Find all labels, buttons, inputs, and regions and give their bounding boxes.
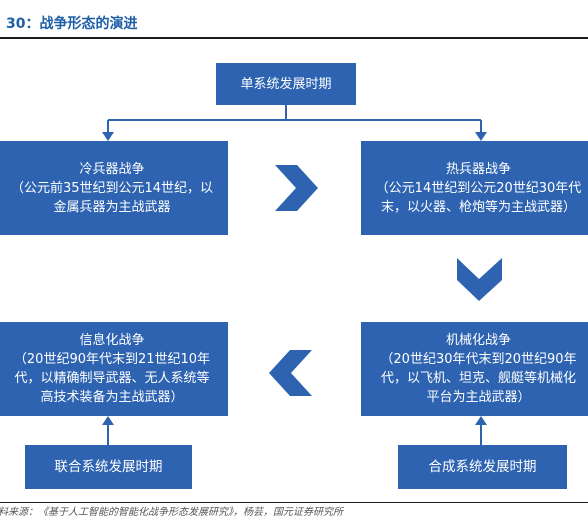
node-cold-line2: 金属兵器为主战武器 (53, 199, 171, 215)
node-mech-line2: 代，以飞机、坦克、舰艇等机械化 (380, 371, 576, 386)
chevron-down-icon (457, 258, 502, 301)
arrowhead-to-hot (475, 132, 487, 141)
node-combined-system-period: 合成系统发展时期 (398, 445, 567, 489)
node-single-system-period: 单系统发展时期 (216, 63, 356, 105)
source-note: 料来源：《基于人工智能的智能化战争形态发展研究》，杨芸，国元证券研究所 (0, 507, 343, 518)
node-joint-label: 联合系统发展时期 (54, 458, 163, 475)
node-info-line1: （20世纪90年代末到21世纪10年 (13, 352, 211, 367)
chevron-right-icon (275, 165, 318, 211)
node-cold-label: 冷兵器战争 (79, 161, 145, 177)
node-hot-label: 热兵器战争 (445, 161, 511, 177)
top-rule (0, 37, 588, 39)
node-info-label: 信息化战争 (79, 333, 145, 348)
node-info-line2: 代，以精确制导武器、无人系统等 (14, 371, 210, 386)
node-hot-line1: （公元14世纪到公元20世纪30年代 (375, 180, 582, 196)
node-mech-label: 机械化战争 (445, 333, 511, 348)
arrowhead-combined-up (475, 416, 487, 425)
bottom-rule (0, 502, 588, 503)
arrowhead-to-cold (102, 132, 114, 141)
node-combined-label: 合成系统发展时期 (428, 458, 537, 475)
node-hot-line2: 末，以火器、枪炮等为主战武器） (380, 199, 576, 215)
node-cold-line1: （公元前35世纪到公元14世纪，以 (10, 180, 214, 196)
node-mech-line1: （20世纪30年代末到20世纪90年 (380, 352, 577, 367)
node-joint-system-period: 联合系统发展时期 (25, 445, 192, 489)
node-hot-weapon-war: 热兵器战争 （公元14世纪到公元20世纪30年代 末，以火器、枪炮等为主战武器） (361, 141, 588, 235)
chevron-left-icon (269, 350, 312, 396)
node-info-line3: 高技术装备为主战武器） (40, 390, 184, 405)
node-cold-weapon-war: 冷兵器战争 （公元前35世纪到公元14世纪，以 金属兵器为主战武器 (0, 141, 228, 235)
arrowhead-joint-up (102, 416, 114, 425)
figure-title: 30：战争形态的演进 (6, 16, 138, 32)
node-mech-line3: 平台为主战武器） (426, 390, 531, 405)
node-mechanized-war: 机械化战争 （20世纪30年代末到20世纪90年 代，以飞机、坦克、舰艇等机械化… (361, 322, 588, 416)
node-information-war: 信息化战争 （20世纪90年代末到21世纪10年 代，以精确制导武器、无人系统等… (0, 322, 228, 416)
node-single-label: 单系统发展时期 (240, 76, 332, 92)
